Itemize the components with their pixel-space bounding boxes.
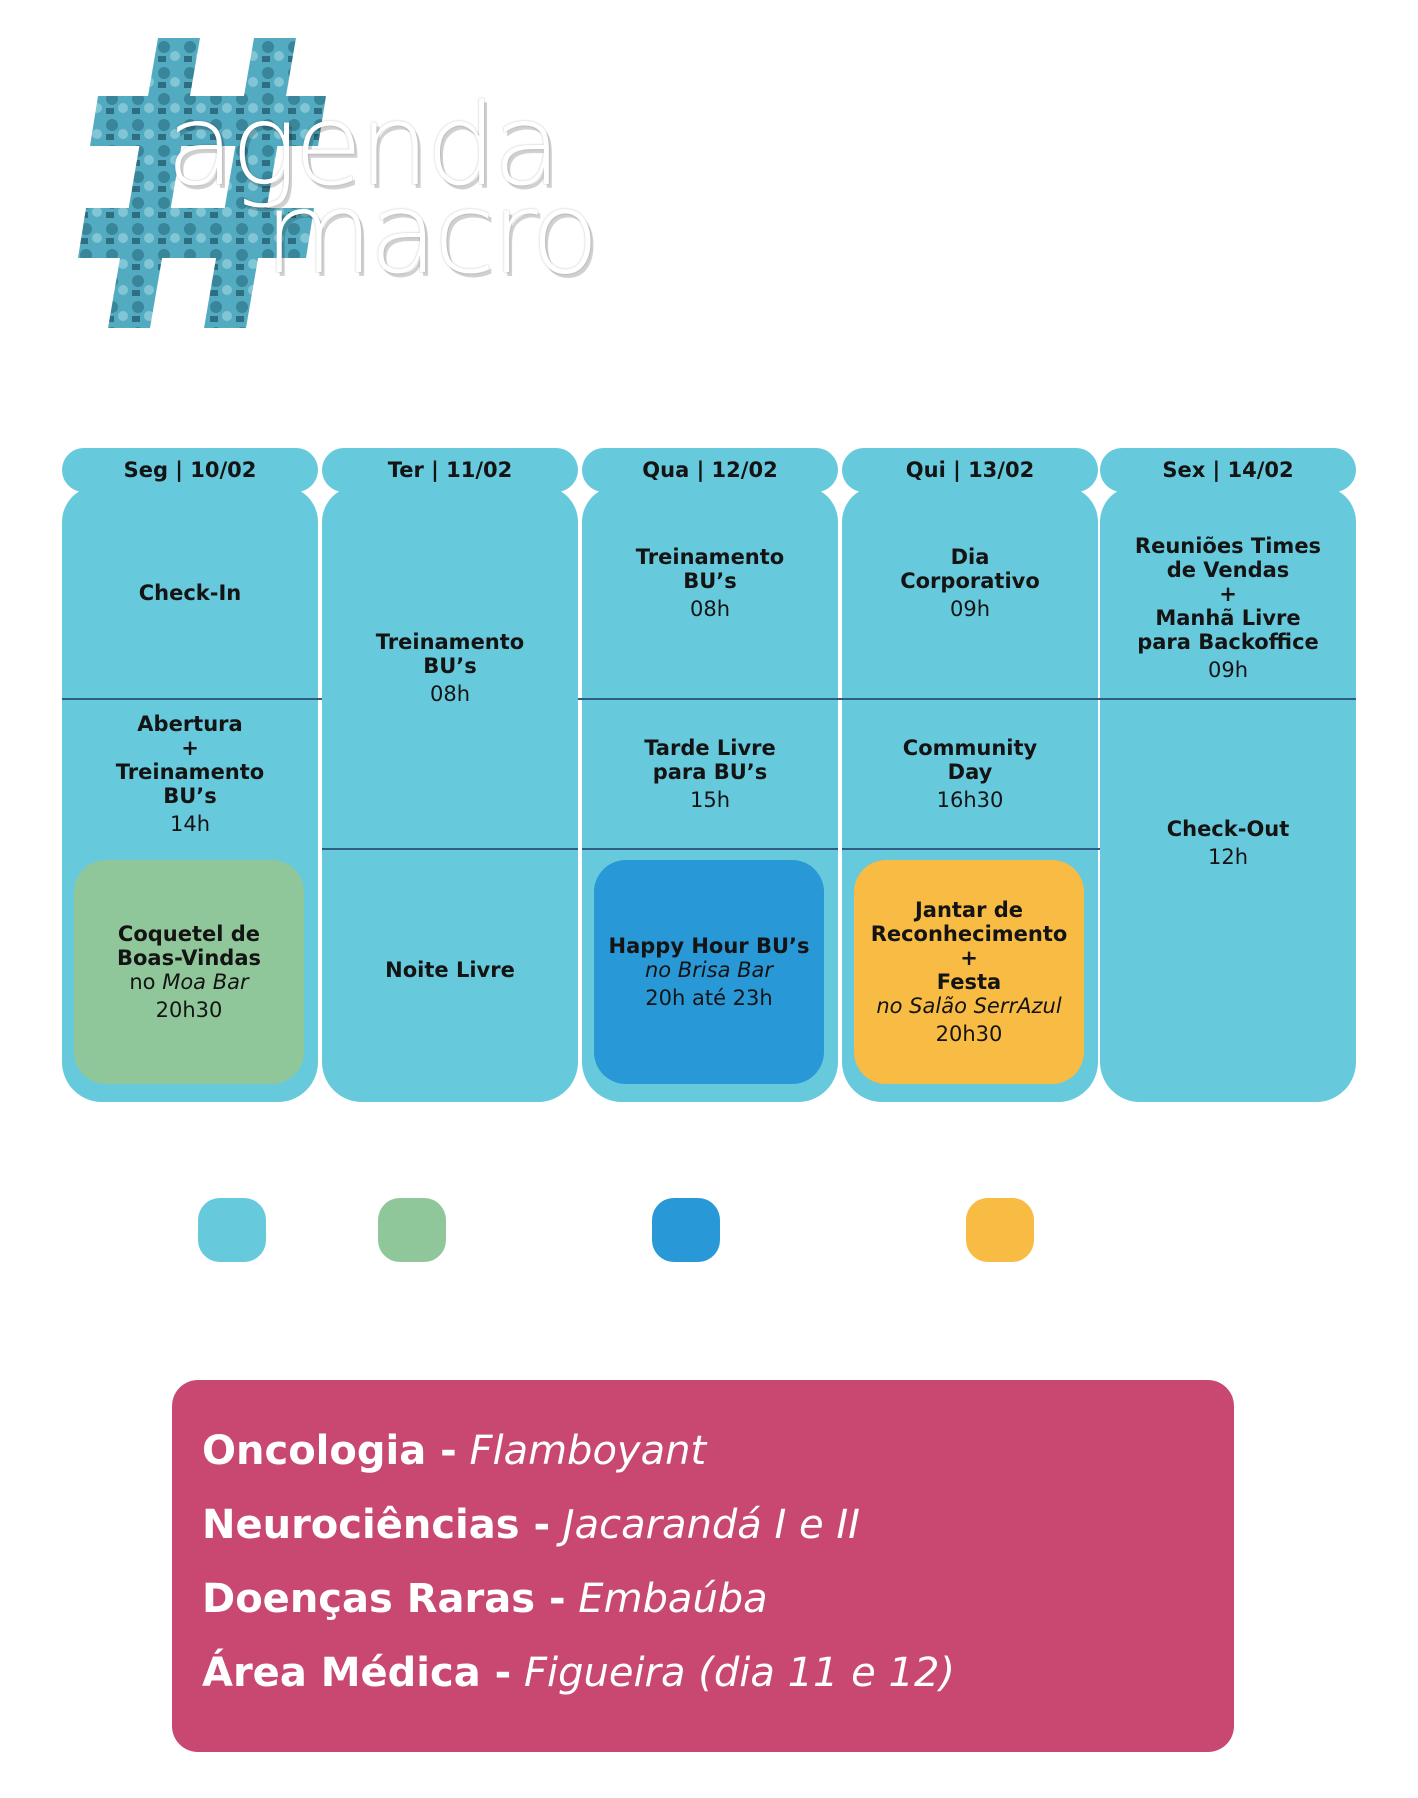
day-tab-qui: Qui | 13/02: [842, 448, 1098, 492]
dia-corporativo-slot: Dia Corporativo 09h: [842, 518, 1098, 648]
treinamento-label: Treinamento: [115, 760, 265, 784]
event-time: 20h30: [155, 998, 223, 1022]
room-department: Neurociências -: [202, 1502, 551, 1548]
checkin-label: Check-In: [138, 581, 242, 605]
event-time: 20h até 23h: [645, 986, 773, 1010]
coquetel-event: Coquetel de Boas-Vindas no Moa Bar 20h30: [74, 860, 304, 1084]
tarde-livre-sub: para BU’s: [652, 760, 768, 784]
venue-name: no Salão SerrAzul: [876, 994, 1062, 1018]
room-line: Oncologia - Flamboyant: [202, 1428, 706, 1474]
festa-title: Festa: [936, 970, 1002, 994]
logo-word-macro: macro: [264, 169, 599, 299]
bus-label: BU’s: [163, 784, 217, 808]
jantar-title-2: Reconhecimento: [870, 922, 1068, 946]
venue-prefix: no: [129, 970, 156, 994]
community-day-slot: Community Day 16h30: [842, 700, 1098, 848]
coquetel-title-1: Coquetel de: [117, 922, 261, 946]
room-department: Área Médica -: [202, 1650, 512, 1696]
room-place: Flamboyant: [469, 1428, 707, 1474]
bus-label: BU’s: [423, 654, 477, 678]
tarde-livre-label: Tarde Livre: [644, 736, 776, 760]
event-time: 20h30: [935, 1022, 1003, 1046]
day-body: [322, 486, 578, 1102]
checkout-label: Check-Out: [1166, 817, 1290, 841]
manha-livre-label: Manhã Livre: [1155, 606, 1301, 630]
event-time: 09h: [1207, 658, 1249, 682]
treinamento-label: Treinamento: [375, 630, 525, 654]
legend-swatch-green: [378, 1198, 446, 1262]
event-time: 09h: [949, 597, 991, 621]
noite-livre-slot: Noite Livre: [322, 850, 578, 1090]
venue-name: Moa Bar: [162, 970, 249, 994]
agenda-macro-logo: agenda macro: [78, 38, 698, 328]
day-tab-ter: Ter | 11/02: [322, 448, 578, 492]
room-line: Neurociências - Jacarandá I e II: [202, 1502, 860, 1548]
dia-corporativo-label-1: Dia: [950, 545, 990, 569]
event-time: 16h30: [936, 788, 1004, 812]
event-time: 12h: [1207, 845, 1249, 869]
room-place: Figueira (dia 11 e 12): [523, 1650, 956, 1696]
room-department: Oncologia -: [202, 1428, 457, 1474]
backoffice-label: para Backoffice: [1137, 630, 1319, 654]
reunioes-label-2: de Vendas: [1166, 558, 1290, 582]
plus-sign: +: [181, 736, 199, 760]
room-place: Jacarandá I e II: [562, 1502, 860, 1548]
day-body: [1100, 486, 1356, 1102]
row-divider: [578, 698, 1100, 700]
happy-hour-title: Happy Hour BU’s: [608, 934, 810, 958]
row-divider: [62, 698, 318, 700]
plus-sign: +: [960, 946, 978, 970]
jantar-title-1: Jantar de: [914, 898, 1024, 922]
reunioes-label-1: Reuniões Times: [1134, 534, 1322, 558]
dia-corporativo-label-2: Corporativo: [900, 569, 1040, 593]
event-time: 15h: [689, 788, 731, 812]
abertura-label: Abertura: [137, 712, 243, 736]
plus-sign: +: [1219, 582, 1237, 606]
community-label: Community: [902, 736, 1038, 760]
reunioes-slot: Reuniões Times de Vendas + Manhã Livre p…: [1100, 518, 1356, 698]
day-tab-seg: Seg | 10/02: [62, 448, 318, 492]
room-line: Área Médica - Figueira (dia 11 e 12): [202, 1650, 955, 1696]
treinamento-label: Treinamento: [635, 545, 785, 569]
tarde-livre-slot: Tarde Livre para BU’s 15h: [582, 700, 838, 848]
checkin-slot: Check-In: [62, 528, 318, 658]
jantar-festa-event: Jantar de Reconhecimento + Festa no Salã…: [854, 860, 1084, 1084]
coquetel-title-2: Boas-Vindas: [116, 946, 262, 970]
row-divider: [842, 848, 1104, 850]
venue-name: no Brisa Bar: [644, 958, 774, 982]
noite-livre-label: Noite Livre: [385, 958, 515, 982]
rooms-panel: Oncologia - Flamboyant Neurociências - J…: [172, 1380, 1234, 1752]
row-divider: [318, 698, 322, 700]
row-divider: [582, 848, 838, 850]
legend-swatch-blue: [652, 1198, 720, 1262]
checkout-slot: Check-Out 12h: [1100, 778, 1356, 908]
happy-hour-event: Happy Hour BU’s no Brisa Bar 20h até 23h: [594, 860, 824, 1084]
treinamento-slot: Treinamento BU’s 08h: [322, 568, 578, 768]
logo-word-agenda: agenda: [166, 81, 561, 211]
day-label: Day: [947, 760, 993, 784]
day-tab-qua: Qua | 12/02: [582, 448, 838, 492]
legend-swatch-yellow: [966, 1198, 1034, 1262]
row-divider: [322, 848, 578, 850]
event-time: 08h: [689, 597, 731, 621]
abertura-slot: Abertura + Treinamento BU’s 14h: [62, 700, 318, 848]
legend-swatch-cyan: [198, 1198, 266, 1262]
room-department: Doenças Raras -: [202, 1576, 566, 1622]
hashtag-icon: [78, 38, 326, 328]
day-tab-sex: Sex | 14/02: [1100, 448, 1356, 492]
bus-label: BU’s: [683, 569, 737, 593]
room-line: Doenças Raras - Embaúba: [202, 1576, 768, 1622]
room-place: Embaúba: [578, 1576, 768, 1622]
event-time: 14h: [169, 812, 211, 836]
event-time: 08h: [429, 682, 471, 706]
treinamento-slot: Treinamento BU’s 08h: [582, 518, 838, 648]
row-divider: [1100, 698, 1356, 700]
